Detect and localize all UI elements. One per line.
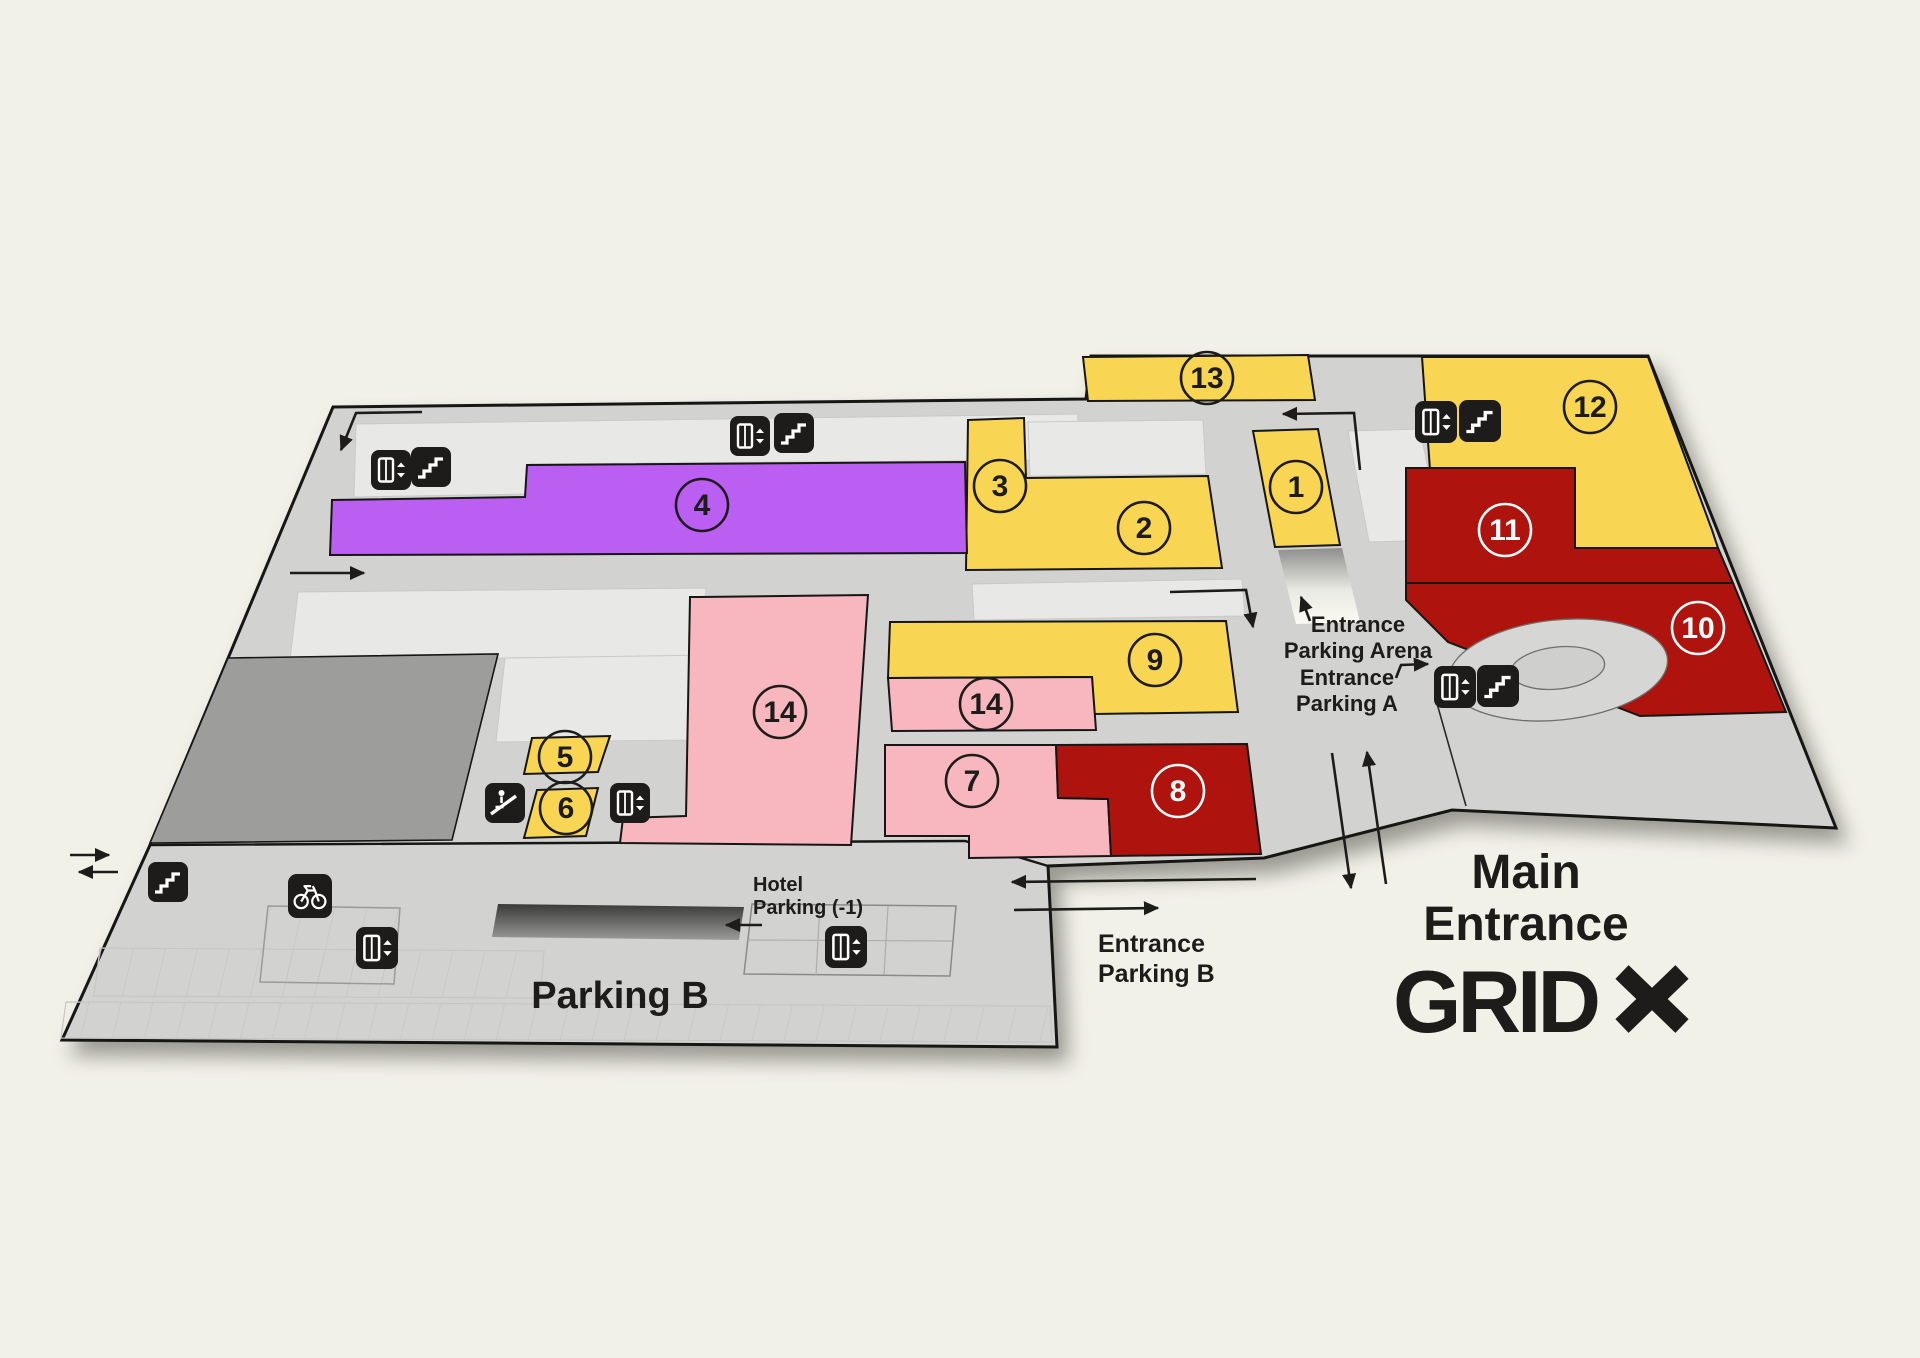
elevator-icon xyxy=(356,927,398,969)
direction-arrow xyxy=(1169,588,1258,629)
elevator-icon xyxy=(1415,401,1457,443)
zone-1 xyxy=(1251,427,1342,549)
main-entrance-arrow-out xyxy=(1362,750,1388,885)
parking-b-label: Parking B xyxy=(531,975,708,1017)
bicycle-parking-icon xyxy=(288,874,332,918)
zone-label-6: 6 xyxy=(538,780,594,836)
room-block xyxy=(495,654,711,743)
entrance-parking-b-arrow-in xyxy=(1010,874,1257,889)
entrance-parking-arena-arrow xyxy=(1299,595,1313,622)
svg-text:1: 1 xyxy=(1288,471,1305,504)
floor-plan: 1 2 3 4 5 6 7 8 9 10 11 12 13 14 14 Park… xyxy=(59,350,1839,1049)
zone-3-2 xyxy=(964,416,1224,572)
svg-text:7: 7 xyxy=(964,765,981,798)
parking-arena-entrance-gap xyxy=(1278,548,1360,624)
zone-labels: 1 2 3 4 5 6 7 8 9 10 11 12 13 14 14 xyxy=(537,350,1726,836)
zone-label-9: 9 xyxy=(1127,632,1183,688)
svg-text:12: 12 xyxy=(1573,391,1606,424)
zone-14-large xyxy=(618,593,870,847)
svg-text:14: 14 xyxy=(763,696,797,729)
svg-text:13: 13 xyxy=(1190,362,1223,395)
entrance-parking-b-label-line1: Entrance xyxy=(1098,930,1205,958)
zone-label-1: 1 xyxy=(1268,459,1324,515)
escalator-icon xyxy=(485,783,525,823)
direction-arrows xyxy=(70,406,1430,933)
elevator-icon xyxy=(371,450,411,490)
zone-label-7: 7 xyxy=(944,753,1000,809)
room-block xyxy=(1027,419,1207,477)
elevator-icon xyxy=(730,416,770,456)
zone-label-14-small: 14 xyxy=(958,676,1014,732)
zone-14-small xyxy=(886,675,1098,733)
svg-text:4: 4 xyxy=(694,489,711,522)
utility-zone-dark xyxy=(148,653,500,844)
entrance-parking-arena-label-line1: Entrance xyxy=(1311,612,1405,637)
zone-4 xyxy=(328,460,969,557)
zone-label-14-large: 14 xyxy=(752,684,808,740)
zone-label-11: 11 xyxy=(1477,502,1533,558)
stairs-icon xyxy=(1477,665,1519,707)
entrance-parking-a-label-line1: Entrance xyxy=(1300,665,1394,690)
entrance-parking-a-arrow xyxy=(1394,657,1430,679)
svg-text:9: 9 xyxy=(1147,644,1164,677)
hotel-parking-label-line2: Parking (-1) xyxy=(753,897,863,919)
parking-stalls xyxy=(60,903,1053,1043)
hotel-parking-label-line1: Hotel xyxy=(753,874,803,896)
zone-label-10: 10 xyxy=(1670,600,1726,656)
svg-text:6: 6 xyxy=(558,792,575,825)
main-entrance-arrow-in xyxy=(1330,752,1357,890)
stairs-icon xyxy=(1459,400,1501,442)
direction-arrow xyxy=(1281,406,1362,471)
entrance-parking-a-label-line2: Parking A xyxy=(1296,691,1398,716)
room-block xyxy=(289,587,707,661)
stairs-icon xyxy=(774,413,814,453)
elevator-icon xyxy=(1434,666,1476,708)
svg-text:11: 11 xyxy=(1489,514,1521,547)
gridx-logo-x-glyph xyxy=(1640,965,1689,1033)
zone-13 xyxy=(1081,353,1317,403)
zone-8 xyxy=(1054,742,1263,858)
stairs-icon xyxy=(411,447,451,487)
svg-text:10: 10 xyxy=(1681,612,1714,645)
main-entrance-label-line2: Entrance xyxy=(1423,898,1628,951)
entrance-parking-b-arrow-out xyxy=(1013,901,1160,916)
zone-label-4: 4 xyxy=(674,477,730,533)
svg-text:3: 3 xyxy=(992,470,1009,503)
svg-text:5: 5 xyxy=(557,741,574,774)
zone-label-13: 13 xyxy=(1179,350,1235,406)
elevator-icon xyxy=(825,926,867,968)
corridor-line xyxy=(1435,699,1467,807)
zone-6 xyxy=(522,786,600,840)
entrance-parking-arena-label-line2: Parking Arena xyxy=(1284,638,1433,663)
zone-label-12: 12 xyxy=(1562,379,1618,435)
room-block xyxy=(971,578,1246,621)
entrance-parking-b-label-line2: Parking B xyxy=(1098,960,1215,988)
svg-text:14: 14 xyxy=(969,688,1003,721)
zone-label-2: 2 xyxy=(1116,500,1172,556)
gridx-logo-text: GRID xyxy=(1393,952,1597,1051)
hotel-parking-ramp-slot xyxy=(492,904,744,940)
elevator-icon xyxy=(610,783,650,823)
zone-label-3: 3 xyxy=(972,458,1028,514)
stairs-icon xyxy=(148,862,188,902)
main-entrance-label-line1: Main xyxy=(1471,846,1580,899)
svg-text:2: 2 xyxy=(1136,512,1153,545)
svg-text:8: 8 xyxy=(1170,775,1187,808)
direction-arrow xyxy=(339,410,423,452)
gridx-logo: GRID xyxy=(1393,952,1689,1051)
zone-label-8: 8 xyxy=(1150,763,1206,819)
